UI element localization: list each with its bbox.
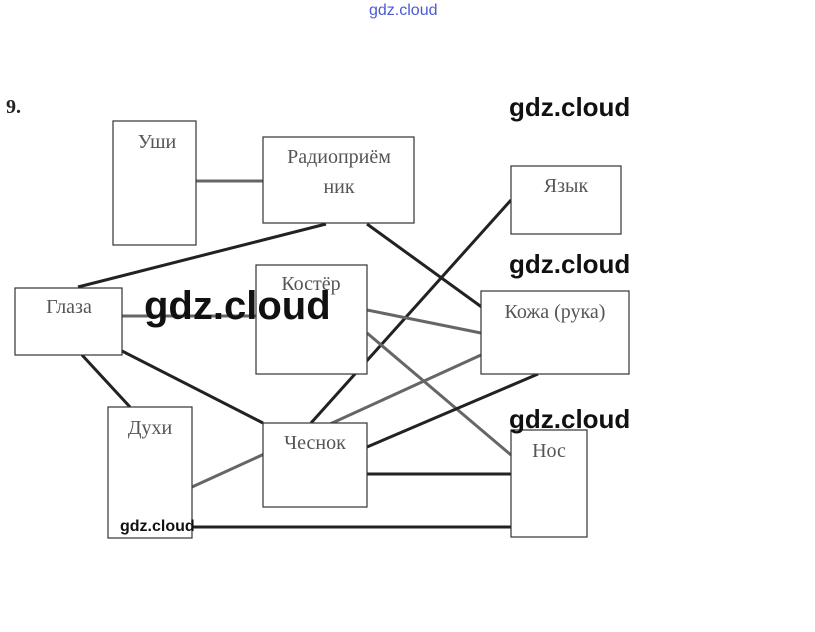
edge-yazyk-chesnok [309, 198, 513, 425]
task-number: 9. [6, 96, 21, 118]
node-nos: Нос [510, 429, 588, 538]
node-kozha: Кожа (рука) [480, 290, 630, 375]
node-koster: Костёр [255, 264, 368, 375]
edge-duhi-kozha [191, 353, 482, 489]
node-radio-label-line2: ник [323, 176, 354, 198]
node-radio-label-line1: Радиоприём [287, 146, 391, 168]
node-yazyk-label: Язык [544, 175, 589, 197]
node-duhi-label: Духи [128, 417, 173, 439]
node-glaza-label: Глаза [46, 296, 92, 318]
watermark-1: gdz.cloud [509, 92, 631, 122]
edge-radio-kozha [366, 222, 484, 310]
edge-koster-kozha [366, 308, 482, 335]
node-ushi-label: Уши [138, 131, 177, 153]
node-radio: Радиоприём ник [262, 136, 415, 224]
node-yazyk: Язык [510, 165, 622, 235]
node-chesnok-label: Чеснок [284, 432, 346, 454]
watermark-top: gdz.cloud [369, 2, 438, 19]
edge-glaza-duhi [80, 353, 132, 409]
node-glaza: Глаза [14, 287, 123, 356]
watermark-3: gdz.cloud [509, 404, 631, 434]
edge-glaza-chesnok [121, 349, 264, 425]
edge-koster-nos [366, 331, 512, 457]
edge-chesnok-kozha [366, 372, 539, 449]
node-kozha-label: Кожа (рука) [505, 301, 606, 323]
node-chesnok: Чеснок [262, 422, 368, 508]
node-ushi: Уши [112, 120, 197, 246]
watermark-big: gdz.cloud [144, 284, 331, 328]
node-duhi: Духи [107, 406, 193, 539]
node-koster-label: Костёр [281, 273, 340, 295]
node-nos-label: Нос [532, 440, 566, 462]
edge-radio-glaza [77, 222, 327, 289]
watermark-small: gdz.cloud [120, 518, 195, 535]
edges [77, 179, 539, 529]
watermark-2: gdz.cloud [509, 249, 631, 279]
